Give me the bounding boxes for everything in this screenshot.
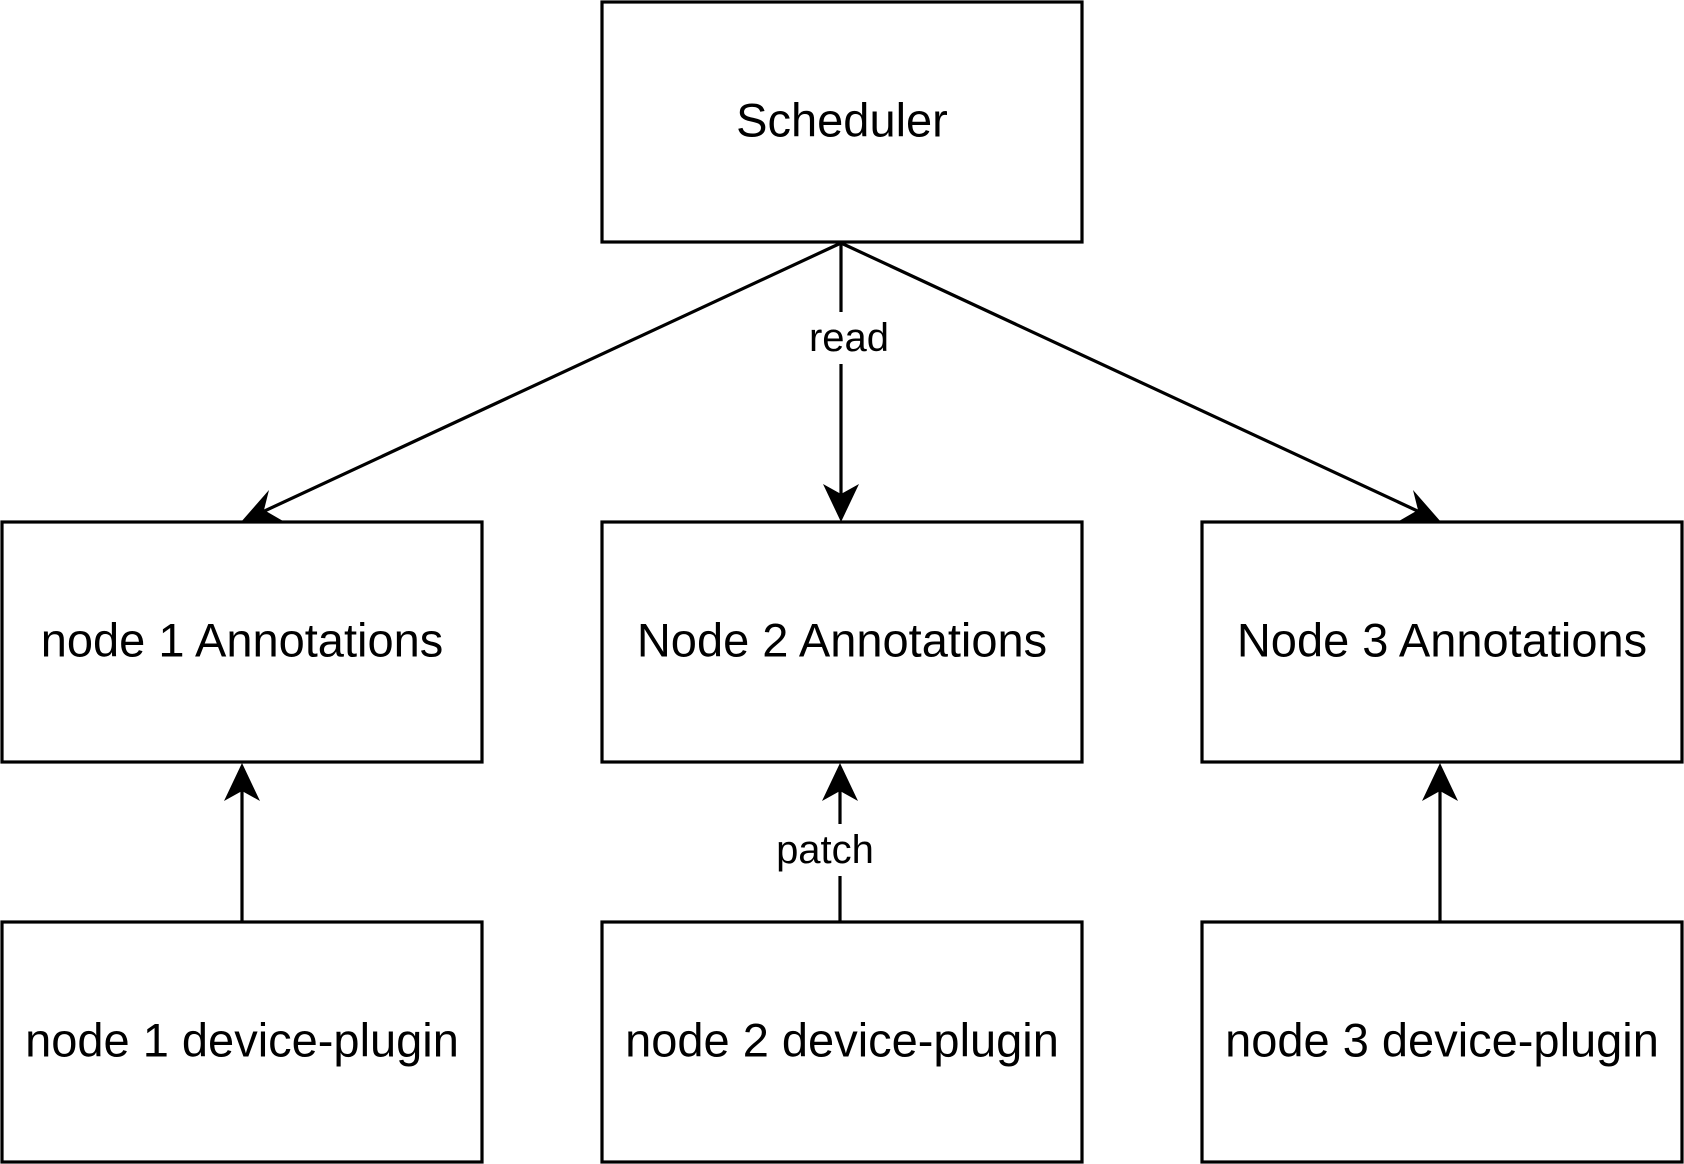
node3-device-plugin-label: node 3 device-plugin: [1225, 1014, 1659, 1067]
node1-device-plugin-box: node 1 device-plugin: [0, 920, 484, 1164]
scheduler-label: Scheduler: [736, 94, 948, 147]
arrow-head-icon: [224, 763, 260, 801]
arrow-head-icon: [1422, 763, 1458, 801]
edge-plugin3-to-node3: [1422, 763, 1458, 921]
edge-scheduler-to-node2: read: [800, 243, 889, 522]
edge-plugin1-to-node1: [224, 763, 260, 921]
scheduler-box: Scheduler: [600, 0, 1084, 244]
arrow-head-icon: [1399, 490, 1441, 522]
edge-plugin2-to-node2: patch: [768, 763, 882, 921]
node2-annotations-label: Node 2 Annotations: [637, 614, 1047, 667]
edge-scheduler-to-node1: [241, 241, 842, 522]
node1-annotations-label: node 1 Annotations: [41, 614, 443, 667]
node2-device-plugin-box: node 2 device-plugin: [600, 920, 1084, 1164]
edge-label-patch: patch: [776, 828, 874, 872]
node3-device-plugin-box: node 3 device-plugin: [1200, 920, 1684, 1164]
node1-device-plugin-label: node 1 device-plugin: [25, 1014, 459, 1067]
arrow-head-icon: [241, 490, 283, 522]
arrow-head-icon: [823, 484, 859, 522]
arrow-head-icon: [822, 763, 858, 801]
node3-annotations-box: Node 3 Annotations: [1200, 520, 1684, 764]
node2-device-plugin-label: node 2 device-plugin: [625, 1014, 1059, 1067]
edge-scheduler-to-node3: [840, 241, 1441, 522]
edge-label-read: read: [809, 316, 889, 360]
node3-annotations-label: Node 3 Annotations: [1237, 614, 1647, 667]
node2-annotations-box: Node 2 Annotations: [600, 520, 1084, 764]
node1-annotations-box: node 1 Annotations: [0, 520, 484, 764]
